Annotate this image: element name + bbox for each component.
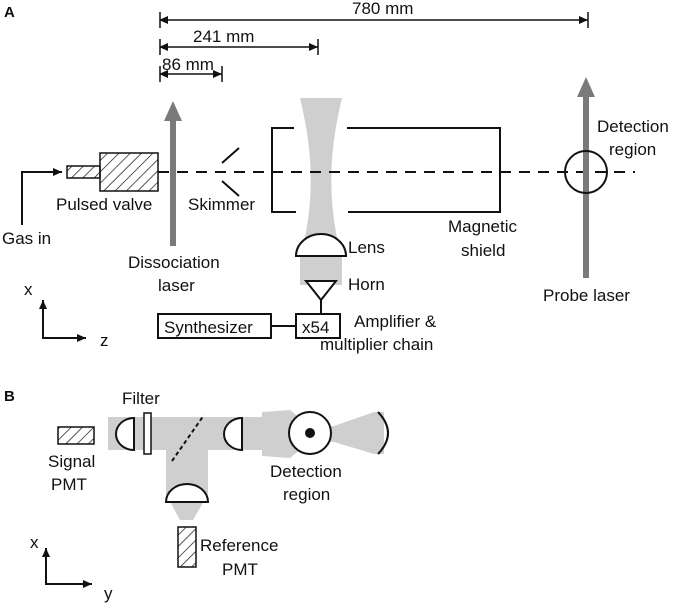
reference-pmt-label-1: Reference: [200, 536, 278, 555]
detection-region-circle: [564, 150, 608, 194]
probe-laser-label: Probe laser: [543, 286, 630, 305]
pulsed-valve-label: Pulsed valve: [56, 195, 152, 214]
lens-icon: [294, 233, 348, 257]
panel-b-label: B: [4, 388, 15, 405]
axis-y-label: y: [104, 584, 113, 603]
axis-z-label: z: [100, 331, 109, 350]
detection-region-label-1: Detection: [597, 117, 669, 136]
skimmer-upper: [221, 147, 240, 164]
detection-region-label-2: region: [609, 140, 656, 159]
magnetic-shield-right: [347, 127, 501, 213]
dissociation-laser-label-1: Dissociation: [128, 253, 220, 272]
filter-icon: [143, 412, 152, 455]
dimension-780-label: 780 mm: [352, 0, 413, 18]
axes-xz: x z: [24, 280, 109, 350]
retro-mirror-icon: [377, 411, 389, 455]
collection-lens-right-icon: [223, 416, 243, 452]
reference-lens-icon: [164, 483, 210, 503]
dimension-780: 780 mm: [159, 0, 589, 28]
horn-label: Horn: [348, 275, 385, 294]
axis-x-label-b: x: [30, 533, 39, 552]
multiplier-label: x54: [302, 318, 329, 337]
signal-pmt-label-1: Signal: [48, 452, 95, 471]
gas-in-arrow: [21, 168, 62, 225]
gas-in-label: Gas in: [2, 229, 51, 248]
skimmer-label: Skimmer: [188, 195, 255, 214]
detection-region-b-label-1: Detection: [270, 462, 342, 481]
magnetic-shield: [271, 127, 296, 213]
dimension-241-label: 241 mm: [193, 27, 254, 46]
dimension-86-label: 86 mm: [162, 55, 214, 74]
axes-xy: x y: [30, 533, 113, 603]
reference-pmt-label-2: PMT: [222, 560, 258, 579]
skimmer-lower: [221, 180, 240, 197]
detection-region-b-label-2: region: [283, 485, 330, 504]
collection-lens-left-icon: [115, 416, 135, 452]
magnetic-shield-label-2: shield: [461, 241, 505, 260]
molecular-beam-dot: [305, 428, 315, 438]
multiplier-box: [295, 313, 341, 339]
filter-label: Filter: [122, 389, 160, 408]
amplifier-label-1: Amplifier &: [354, 312, 437, 331]
beam-splitter: [171, 414, 205, 462]
dimension-241: 241 mm: [159, 27, 319, 55]
amplifier-label-2: multiplier chain: [320, 335, 433, 354]
synthesizer-label: Synthesizer: [164, 318, 253, 337]
reference-pmt-icon: [177, 526, 197, 568]
dimension-86: 86 mm: [159, 55, 223, 82]
pulsed-valve-body: [99, 152, 159, 192]
panel-a-label: A: [4, 4, 15, 21]
magnetic-shield-label-1: Magnetic: [448, 217, 517, 236]
pulsed-valve-nozzle: [66, 165, 101, 179]
signal-pmt-icon: [57, 426, 95, 445]
horn-icon: [303, 280, 339, 302]
lens-label: Lens: [348, 238, 385, 257]
signal-pmt-label-2: PMT: [51, 475, 87, 494]
axis-x-label-a: x: [24, 280, 33, 299]
dissociation-laser-label-2: laser: [158, 276, 195, 295]
